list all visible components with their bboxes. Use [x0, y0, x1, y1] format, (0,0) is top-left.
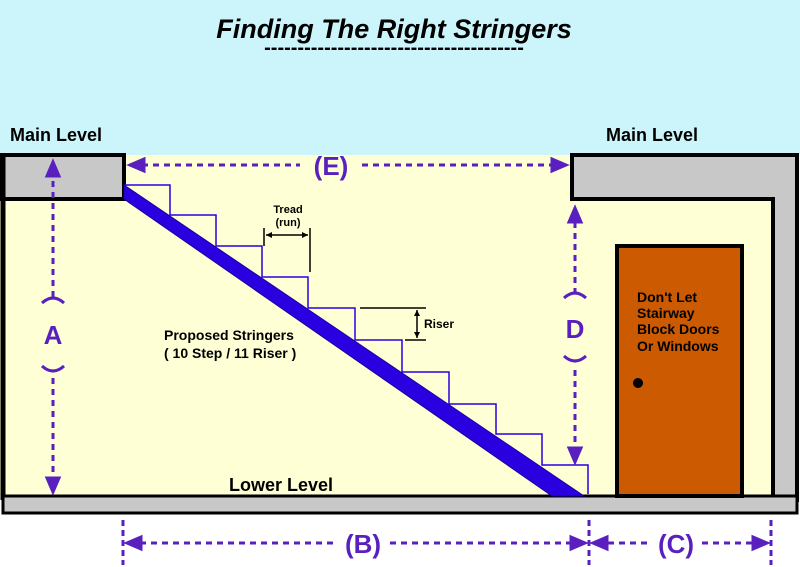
stair-steps — [124, 184, 589, 494]
dimension-b — [121, 520, 591, 565]
door — [615, 244, 744, 498]
dimension-a-label: A — [44, 320, 63, 350]
door-note-line-1: Don't Let — [637, 289, 697, 305]
door-note-line-4: Or Windows — [637, 338, 719, 354]
sky-area — [0, 0, 800, 155]
lower-level-floor — [1, 494, 799, 515]
door-knob — [633, 378, 643, 388]
stringers-label: Proposed Stringers — [164, 327, 294, 343]
tread-indicator — [263, 228, 311, 272]
main-level-label-right: Main Level — [606, 125, 698, 145]
main-level-label-left: Main Level — [10, 125, 102, 145]
tread-label: Tread — [273, 204, 302, 216]
door-note-line-2: Stairway — [637, 305, 695, 321]
stringer-board — [123, 184, 586, 497]
dimension-b-label: (B) — [345, 529, 381, 559]
lower-level-label: Lower Level — [229, 475, 333, 495]
dimension-d — [562, 204, 588, 466]
riser-indicator — [360, 307, 426, 341]
dimension-d-label: D — [566, 314, 585, 344]
dimension-c — [589, 520, 773, 565]
dimension-a — [40, 158, 66, 496]
dimension-e-label: (E) — [314, 151, 349, 181]
tread-sub-label: (run) — [275, 217, 300, 229]
diagram-title: Finding The Right Stringers — [216, 14, 571, 44]
door-note-line-3: Block Doors — [637, 321, 720, 337]
riser-label: Riser — [424, 317, 454, 331]
stringers-spec-label: ( 10 Step / 11 Riser ) — [164, 345, 296, 361]
title-underline: --------------------------------------- — [264, 37, 524, 59]
dimension-e — [126, 156, 570, 174]
main-level-slab-left — [0, 153, 126, 201]
dimension-c-label: (C) — [658, 529, 694, 559]
